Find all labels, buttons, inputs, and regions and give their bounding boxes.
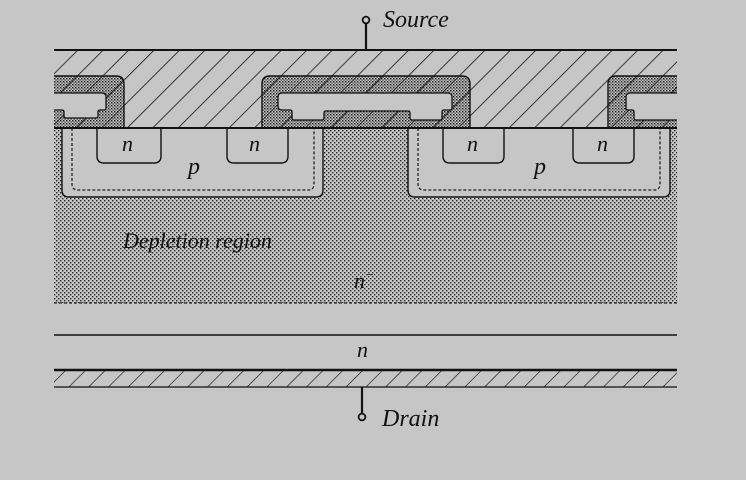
- p-well-label-left: p: [186, 154, 200, 180]
- n-plus-region-2: [226, 128, 289, 164]
- n-plus-label-2: n: [249, 131, 260, 156]
- p-well-label-right: p: [532, 154, 546, 180]
- n-plus-label-3: n: [467, 131, 478, 156]
- source-label: Source: [383, 7, 449, 33]
- gate-poly-right: [625, 92, 677, 121]
- depletion-region-label: Depletion region: [122, 228, 272, 253]
- substrate-label: n: [357, 337, 368, 362]
- drain-metal: [54, 370, 677, 387]
- n-plus-label-4: n: [597, 131, 608, 156]
- drain-terminal-icon: [357, 412, 367, 422]
- source-terminal-icon: [361, 15, 371, 25]
- drain-label: Drain: [381, 406, 439, 432]
- gate-poly-left: [54, 92, 107, 119]
- n-plus-region-4: [572, 128, 635, 164]
- n-plus-region-3: [442, 128, 505, 164]
- p-well-right-depletion-edge: [417, 128, 661, 191]
- drift-region-label: n−: [354, 268, 374, 293]
- gate-poly-middle: [277, 92, 453, 121]
- n-plus-region-1: [96, 128, 162, 164]
- p-well-left-depletion-edge: [71, 128, 315, 191]
- n-plus-label-1: n: [122, 131, 133, 156]
